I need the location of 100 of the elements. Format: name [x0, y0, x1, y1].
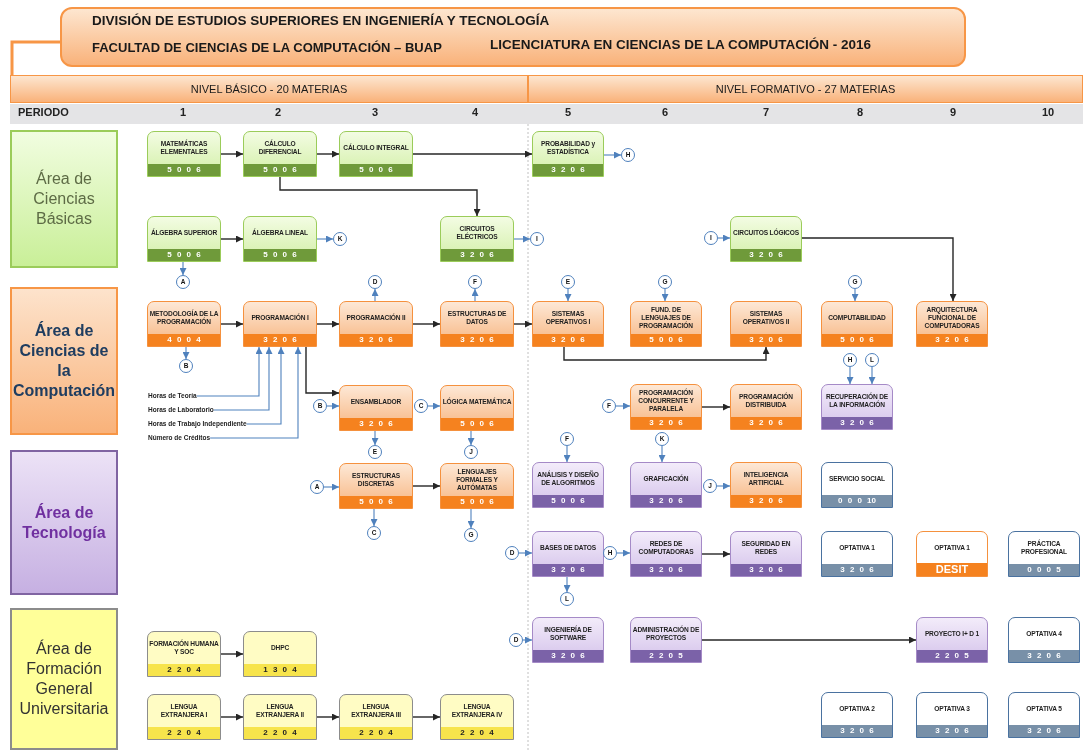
course-box	[339, 463, 413, 509]
arrow	[513, 320, 533, 328]
course-box	[821, 301, 893, 347]
period-number: 6	[660, 106, 670, 120]
arrow	[801, 237, 957, 302]
arrow	[412, 482, 441, 490]
credit-hours-bar: 3 2 0 6	[340, 334, 412, 346]
arrow	[305, 346, 340, 397]
arrow	[868, 366, 876, 385]
credit-hours-bar: 5 0 0 6	[340, 496, 412, 508]
course-box	[630, 301, 702, 347]
course-box	[440, 301, 514, 347]
arrow	[220, 713, 244, 721]
course-box	[630, 384, 702, 430]
arrow	[471, 288, 479, 302]
period-heading: PERIODO	[18, 106, 69, 120]
arrow	[701, 403, 731, 411]
course-box	[630, 531, 702, 577]
credit-hours-bar: 3 2 0 6	[731, 495, 801, 507]
department-bar: DESIT	[917, 563, 987, 576]
period-number: 2	[273, 106, 283, 120]
course-box	[532, 301, 604, 347]
arrow	[220, 235, 244, 243]
arrow	[701, 636, 917, 644]
period-number: 8	[855, 106, 865, 120]
period-number: 1	[178, 106, 188, 120]
period-number: 3	[370, 106, 380, 120]
course-box	[532, 531, 604, 577]
course-box	[916, 531, 988, 577]
credit-hours-bar: 5 0 0 6	[533, 495, 603, 507]
credit-hours-bar: 5 0 0 6	[244, 249, 316, 261]
course-box	[147, 631, 221, 677]
area-box: Área de Formación General Universitaria	[10, 608, 118, 750]
credit-hours-bar: 3 2 0 6	[731, 564, 801, 576]
credit-hours-bar: 5 0 0 6	[631, 334, 701, 346]
arrow	[279, 176, 481, 217]
area-box: Área de Ciencias Básicas	[10, 130, 118, 268]
arrow	[220, 650, 244, 658]
arrow	[182, 346, 190, 360]
credit-hours-bar: 3 2 0 6	[822, 417, 892, 429]
credit-hours-bar: 2 2 0 5	[917, 650, 987, 662]
course-box	[147, 301, 221, 347]
credit-hours-bar: 3 2 0 6	[1009, 650, 1079, 662]
credit-hours-bar: 3 2 0 6	[441, 334, 513, 346]
credit-hours-bar: 3 2 0 6	[244, 334, 316, 346]
credit-hours-bar: 3 2 0 6	[631, 495, 701, 507]
credit-hours-bar: 2 2 0 4	[340, 727, 412, 739]
course-box	[440, 463, 514, 509]
course-box	[730, 462, 802, 508]
arrow	[467, 508, 475, 529]
course-box	[147, 216, 221, 262]
credit-hours-bar: 1 3 0 4	[244, 664, 316, 676]
credit-hours-bar: 4 0 0 4	[148, 334, 220, 346]
course-box	[243, 301, 317, 347]
credit-hours-bar: 5 0 0 6	[244, 164, 316, 176]
arrow	[323, 483, 340, 491]
arrow	[616, 549, 631, 557]
course-box	[147, 131, 221, 177]
arrow	[603, 151, 622, 159]
level-heading: NIVEL BÁSICO - 20 MATERIAS	[10, 75, 528, 103]
arrow	[701, 550, 731, 558]
credit-hours-bar: 5 0 0 6	[340, 164, 412, 176]
arrow	[316, 320, 340, 328]
course-box	[1008, 531, 1080, 577]
level-heading: NIVEL FORMATIVO - 27 MATERIAS	[528, 75, 1083, 103]
arrow	[326, 402, 340, 410]
credit-hours-bar: 3 2 0 6	[533, 564, 603, 576]
credit-hours-bar: 2 2 0 4	[148, 727, 220, 739]
course-box	[532, 617, 604, 663]
area-box: Área de Ciencias de la Computación	[10, 287, 118, 435]
leader-line	[209, 346, 302, 439]
course-box	[916, 617, 988, 663]
credit-hours-bar: 3 2 0 6	[533, 164, 603, 176]
arrow	[220, 320, 244, 328]
course-box	[821, 692, 893, 738]
course-box	[821, 531, 893, 577]
course-box	[339, 131, 413, 177]
credit-hours-bar: 3 2 0 6	[731, 417, 801, 429]
credit-hours-bar: 2 2 0 4	[441, 727, 513, 739]
subtitle: LICENCIATURA EN CIENCIAS DE LA COMPUTACIÓN - 2016	[490, 37, 872, 54]
credit-hours-bar: 5 0 0 6	[148, 164, 220, 176]
period-number: 4	[470, 106, 480, 120]
arrow	[220, 150, 244, 158]
credit-hours-bar: 3 2 0 6	[822, 564, 892, 576]
course-box	[730, 216, 802, 262]
credit-hours-bar: 0 0 0 5	[1009, 564, 1079, 576]
course-box	[440, 385, 514, 431]
course-box	[147, 694, 221, 740]
arrow	[563, 445, 571, 463]
credit-hours-bar: 3 2 0 6	[533, 334, 603, 346]
course-box	[630, 617, 702, 663]
arrow	[179, 261, 187, 276]
course-box	[339, 385, 413, 431]
credit-hours-bar: 3 2 0 6	[731, 249, 801, 261]
credit-hours-bar: 5 0 0 6	[441, 418, 513, 430]
credit-hours-bar: 3 2 0 6	[731, 334, 801, 346]
course-box	[916, 301, 988, 347]
course-box	[339, 301, 413, 347]
subtitle: FACULTAD DE CIENCIAS DE LA COMPUTACIÓN – BUAP	[92, 40, 442, 57]
credit-hours-bar: 3 2 0 6	[441, 249, 513, 261]
